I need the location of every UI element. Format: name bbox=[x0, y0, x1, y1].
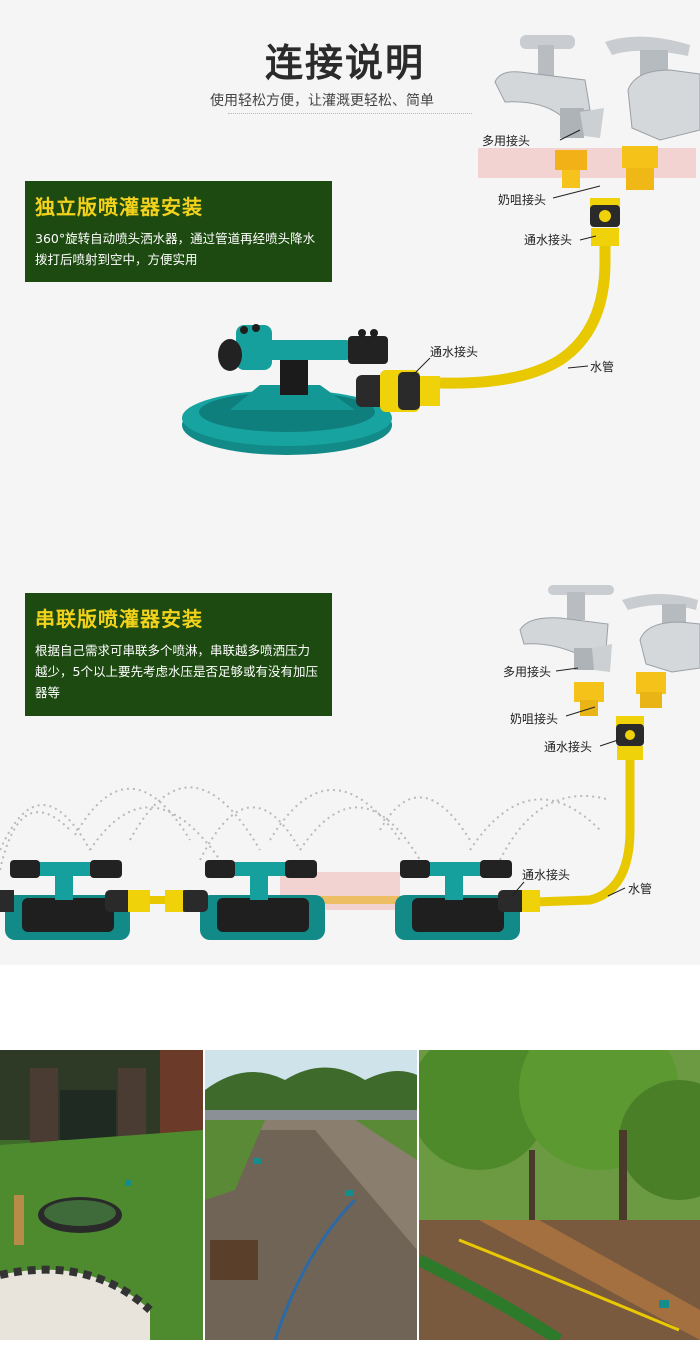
faucet-right-icon bbox=[605, 36, 700, 141]
water-connector-mid-icon bbox=[356, 370, 440, 412]
water-spray-icon bbox=[0, 786, 611, 871]
series-water-connector-top-label: 通水接头 bbox=[544, 740, 593, 754]
nipple-connector-left-icon bbox=[574, 682, 604, 702]
series-heading: 串联版喷灌器安装 bbox=[35, 607, 203, 631]
series-water-connector-bottom-label: 通水接头 bbox=[522, 868, 571, 882]
faucet-left-icon bbox=[519, 585, 614, 672]
hose-icon bbox=[534, 760, 635, 907]
faucet-right-icon bbox=[622, 594, 700, 673]
nipple-connector-right-icon bbox=[636, 672, 666, 694]
water-connector-top-icon bbox=[616, 716, 644, 760]
standalone-install-panel: 连接说明 使用轻松方便，让灌溉更轻松、简单 独立版喷灌器安装 360°旋转自动喷… bbox=[0, 0, 700, 525]
hose-label: 水管 bbox=[590, 360, 615, 374]
page-subtitle: 使用轻松方便，让灌溉更轻松、简单 bbox=[210, 93, 434, 109]
series-multi-connector-label: 多用接头 bbox=[503, 665, 552, 679]
rotary-sprinkler-icon bbox=[182, 324, 392, 455]
sprinkler-3-icon bbox=[395, 860, 540, 940]
subtitle-divider bbox=[228, 113, 472, 117]
water-connector-top-icon bbox=[590, 198, 620, 246]
series-info-box: 串联版喷灌器安装 根据自己需求可串联多个喷淋，串联越多喷洒压力越少，5个以上要先… bbox=[25, 593, 332, 716]
water-connector-mid-label: 通水接头 bbox=[430, 345, 479, 359]
series-nipple-connector-label: 奶咀接头 bbox=[510, 712, 559, 726]
sprinkler-2-icon bbox=[165, 860, 325, 940]
standalone-illustration bbox=[182, 35, 700, 455]
nipple-connector-label: 奶咀接头 bbox=[498, 193, 547, 207]
series-illustration bbox=[0, 585, 700, 940]
garden-photo-1 bbox=[0, 1050, 203, 1340]
standalone-info-box: 独立版喷灌器安装 360°旋转自动喷头洒水器，通过管道再经喷头降水拨打后喷射到空… bbox=[25, 181, 332, 282]
hose-icon bbox=[439, 246, 611, 389]
standalone-heading: 独立版喷灌器安装 bbox=[35, 195, 203, 219]
series-hose-label: 水管 bbox=[628, 882, 653, 896]
page-title: 连接说明 bbox=[265, 41, 426, 85]
water-connector-top-label: 通水接头 bbox=[524, 233, 573, 247]
garden-photo-3 bbox=[419, 1050, 700, 1340]
standalone-description: 360°旋转自动喷头洒水器，通过管道再经喷头降水拨打后喷射到空中，方便实用 bbox=[35, 231, 316, 267]
multi-connector-label: 多用接头 bbox=[482, 134, 531, 148]
faucet-left-icon bbox=[494, 35, 604, 138]
nipple-connector-icon bbox=[555, 146, 658, 190]
series-description: 根据自己需求可串联多个喷淋，串联越多喷洒压力越少，5个以上要先考虑水压是否足够或… bbox=[35, 643, 318, 700]
garden-photo-2 bbox=[205, 1050, 417, 1340]
sprinkler-1-icon bbox=[0, 860, 150, 940]
